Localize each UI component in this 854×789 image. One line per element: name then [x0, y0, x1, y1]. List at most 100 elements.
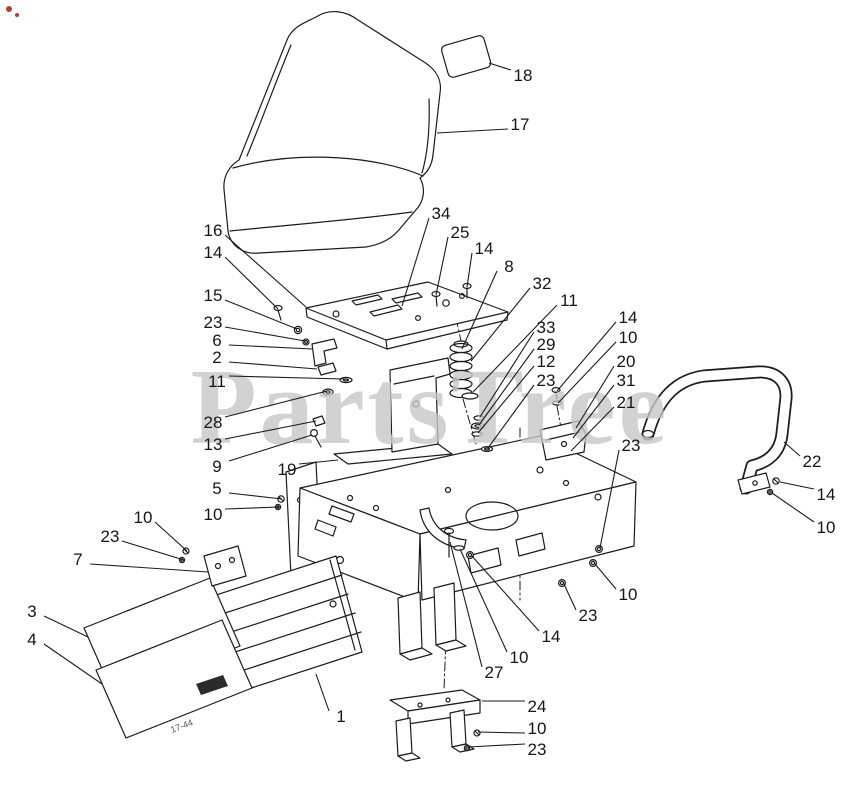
callout-number: 11	[560, 291, 578, 310]
callout-31: 31	[572, 371, 636, 439]
callout-number: 19	[278, 460, 297, 479]
leader-line	[459, 548, 508, 653]
callout-number: 14	[817, 485, 836, 504]
leader-line	[224, 506, 280, 510]
callout-10: 10	[477, 719, 547, 738]
callout-number: 18	[514, 66, 533, 85]
leader-line	[470, 287, 531, 362]
leader-line	[43, 615, 89, 638]
callout-number: 27	[485, 663, 504, 682]
callout-number: 31	[617, 371, 636, 390]
callout-7: 7	[73, 550, 209, 573]
rear-mount-bracket	[539, 420, 587, 461]
nut-icon	[463, 744, 471, 752]
callout-9: 9	[212, 434, 313, 476]
leader-line	[783, 441, 801, 457]
callout-number: 33	[537, 318, 556, 337]
callout-number: 32	[533, 274, 552, 293]
callout-number: 13	[204, 435, 223, 454]
leader-line	[487, 384, 535, 449]
callout-number: 23	[622, 436, 641, 455]
callout-number: 22	[803, 452, 822, 471]
callout-number: 21	[617, 393, 636, 412]
callout-11: 11	[472, 291, 578, 393]
leader-line	[771, 492, 815, 523]
washer-icon	[302, 338, 310, 346]
callout-23: 23	[101, 527, 185, 561]
callout-number: 23	[528, 740, 547, 759]
leader-line	[228, 361, 318, 370]
leader-line	[224, 326, 306, 342]
washer-icon	[453, 545, 465, 551]
callout-10: 10	[134, 508, 188, 552]
leader-line	[224, 390, 328, 418]
callout-number: 14	[204, 243, 223, 262]
leader-line	[477, 365, 535, 434]
leader-line	[570, 406, 615, 452]
callout-layer: 1817161434251483211152362113329122314102…	[27, 62, 836, 759]
washer-icon	[471, 431, 483, 437]
callout-14: 14	[779, 481, 836, 504]
leader-line	[572, 384, 615, 439]
callout-10: 10	[204, 505, 280, 524]
leader-line	[594, 563, 617, 590]
handle-bar	[641, 365, 793, 495]
callout-23: 23	[487, 371, 556, 449]
callout-number: 20	[617, 352, 636, 371]
washer-icon	[588, 558, 597, 567]
callout-number: 23	[537, 371, 556, 390]
callout-24: 24	[482, 697, 546, 716]
leader-line	[779, 481, 815, 490]
callout-19: 19	[278, 459, 339, 479]
callout-number: 14	[475, 239, 494, 258]
callout-number: 15	[204, 286, 223, 305]
seat-pad	[441, 35, 492, 78]
callout-22: 22	[783, 441, 822, 471]
callout-14: 14	[556, 308, 637, 392]
callout-number: 10	[134, 508, 153, 527]
callout-number: 2	[212, 348, 221, 367]
callout-number: 34	[432, 204, 451, 223]
callout-13: 13	[204, 420, 317, 454]
callout-number: 6	[212, 331, 221, 350]
callout-number: 29	[537, 335, 556, 354]
callout-18: 18	[488, 62, 533, 85]
nut-icon	[293, 325, 303, 335]
callout-number: 10	[528, 719, 547, 738]
callout-28: 28	[204, 390, 328, 432]
callout-14: 14	[204, 243, 279, 310]
leader-line	[562, 581, 577, 611]
callout-14: 14	[470, 554, 560, 646]
nut-icon	[466, 550, 475, 559]
callout-23: 23	[562, 581, 598, 625]
leader-line	[470, 554, 540, 632]
callout-32: 32	[470, 274, 552, 362]
callout-number: 23	[579, 606, 598, 625]
leader-line	[315, 673, 330, 712]
seat-hinge-tabs	[311, 338, 338, 376]
callout-number: 12	[537, 352, 556, 371]
leader-line	[228, 375, 345, 380]
fasteners	[178, 282, 780, 752]
callout-33: 33	[479, 318, 556, 418]
leader-line	[466, 252, 473, 288]
callout-17: 17	[436, 115, 529, 134]
callout-25: 25	[435, 223, 469, 296]
leader-line	[224, 234, 307, 308]
callout-21: 21	[570, 393, 636, 452]
callout-15: 15	[204, 286, 298, 330]
callout-number: 3	[27, 602, 36, 621]
leader-line	[557, 341, 617, 404]
callout-10: 10	[459, 548, 528, 667]
callout-16: 16	[204, 221, 307, 308]
callout-20: 20	[575, 352, 636, 429]
watermark: PartsTree	[191, 348, 670, 467]
washer-icon	[766, 488, 774, 496]
leader-line	[575, 365, 615, 429]
callout-number: 23	[204, 313, 223, 332]
leader-line	[121, 540, 185, 561]
seat-cushion	[223, 11, 442, 254]
leader-line	[298, 459, 339, 465]
